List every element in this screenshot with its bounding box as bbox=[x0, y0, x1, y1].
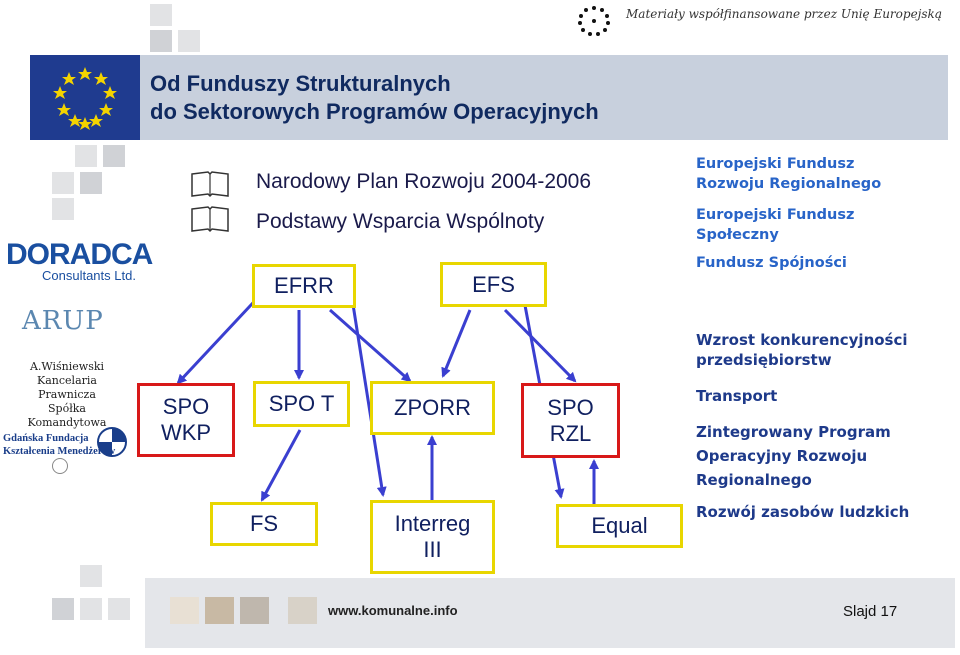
book-icon bbox=[190, 205, 230, 233]
legend-rzl: Rozwój zasobów ludzkich bbox=[696, 503, 910, 521]
legend-efs: Europejski Fundusz Społeczny bbox=[696, 205, 854, 245]
deco-square bbox=[80, 598, 102, 620]
equal-box: Equal bbox=[556, 504, 683, 548]
deco-square bbox=[178, 30, 200, 52]
deco-square bbox=[75, 145, 97, 167]
iqa-badge-icon bbox=[52, 458, 68, 474]
legend-fs: Fundusz Spójności bbox=[696, 255, 847, 271]
legend-wkp: Wzrost konkurencyjności przedsiębiorstw bbox=[696, 330, 908, 370]
zporr-box: ZPORR bbox=[370, 381, 495, 435]
doradca-logo: DORADCA bbox=[6, 238, 153, 271]
deco-square bbox=[80, 172, 102, 194]
doradca-logo-subtitle: Consultants Ltd. bbox=[42, 268, 136, 283]
wisniewski-logo: A.Wiśniewski Kancelaria Prawnicza Spółka… bbox=[8, 360, 126, 430]
footer-photo-pen bbox=[240, 597, 269, 624]
gfkm-emblem-icon bbox=[96, 426, 128, 458]
footer-photo-hands bbox=[170, 597, 199, 624]
legend-efrr-line-1: Europejski Fundusz bbox=[696, 156, 855, 172]
slide-number: Slajd 17 bbox=[843, 603, 898, 620]
legend-zporr-line-3: Regionalnego bbox=[696, 471, 812, 489]
deco-square bbox=[52, 198, 74, 220]
legend-efrr: Europejski Fundusz Rozwoju Regionalnego bbox=[696, 154, 881, 194]
eu-flag-icon bbox=[30, 55, 140, 140]
wisniewski-line-2: Kancelaria Prawnicza bbox=[37, 374, 97, 401]
eu-cofinancing-caption: Materiały współfinansowane przez Unię Eu… bbox=[626, 7, 942, 21]
legend-zporr-line-1: Zintegrowany Program bbox=[696, 423, 891, 441]
deco-square bbox=[52, 172, 74, 194]
wisniewski-line-3: Spółka Komandytowa bbox=[27, 402, 107, 429]
spo-rzl-line-2: RZL bbox=[549, 420, 592, 446]
wisniewski-line-1: A.Wiśniewski bbox=[29, 360, 105, 373]
bullet-csf: Podstawy Wsparcia Wspólnoty bbox=[256, 210, 545, 233]
gfkm-line-2: Kształcenia Menedżerów bbox=[3, 446, 116, 457]
footer-photo-document bbox=[288, 597, 317, 624]
interreg-box: Interreg III bbox=[370, 500, 495, 574]
legend-transport: Transport bbox=[696, 387, 778, 405]
footer-url-link[interactable]: www.komunalne.info bbox=[328, 603, 458, 618]
arup-logo: ARUP bbox=[22, 306, 104, 336]
spo-rzl-box: SPO RZL bbox=[521, 383, 620, 458]
title-line-2: do Sektorowych Programów Operacyjnych bbox=[150, 99, 599, 124]
book-icon bbox=[190, 170, 230, 198]
fs-box: FS bbox=[210, 502, 318, 546]
deco-square bbox=[52, 598, 74, 620]
deco-square bbox=[80, 565, 102, 587]
deco-square bbox=[103, 145, 125, 167]
spo-wkp-line-2: WKP bbox=[160, 420, 212, 445]
spo-wkp-box: SPO WKP bbox=[137, 383, 235, 457]
title-line-1: Od Funduszy Strukturalnych bbox=[150, 71, 451, 96]
gfkm-logo: Gdańska Fundacja Kształcenia Menedżerów bbox=[3, 432, 115, 458]
spo-rzl-line-1: SPO bbox=[547, 394, 594, 420]
bullet-npr: Narodowy Plan Rozwoju 2004-2006 bbox=[256, 170, 592, 193]
legend-wkp-line-2: przedsiębiorstw bbox=[696, 351, 832, 369]
efs-box: EFS bbox=[440, 262, 547, 307]
spo-t-box: SPO T bbox=[253, 381, 350, 427]
header-band bbox=[30, 55, 948, 140]
footer-band bbox=[145, 578, 955, 648]
eu-stars-icon bbox=[572, 4, 616, 38]
deco-square bbox=[150, 4, 172, 26]
legend-wkp-line-1: Wzrost konkurencyjności bbox=[696, 331, 908, 349]
interreg-line-2: III bbox=[423, 537, 442, 562]
deco-square bbox=[150, 30, 172, 52]
legend-efrr-line-2: Rozwoju Regionalnego bbox=[696, 176, 882, 192]
legend-zporr-line-2: Operacyjny Rozwoju bbox=[696, 447, 868, 465]
footer-photo-handshake bbox=[205, 597, 234, 624]
legend-zporr: Zintegrowany Program Operacyjny Rozwoju … bbox=[696, 420, 891, 492]
legend-efs-line-1: Europejski Fundusz bbox=[696, 207, 855, 223]
page-title: Od Funduszy Strukturalnych do Sektorowyc… bbox=[150, 70, 599, 126]
legend-efs-line-2: Społeczny bbox=[696, 227, 779, 243]
gfkm-line-1: Gdańska Fundacja bbox=[3, 433, 89, 444]
deco-square bbox=[108, 598, 130, 620]
efrr-box: EFRR bbox=[252, 264, 356, 308]
spo-wkp-line-1: SPO bbox=[162, 394, 210, 419]
interreg-line-1: Interreg bbox=[394, 511, 471, 536]
